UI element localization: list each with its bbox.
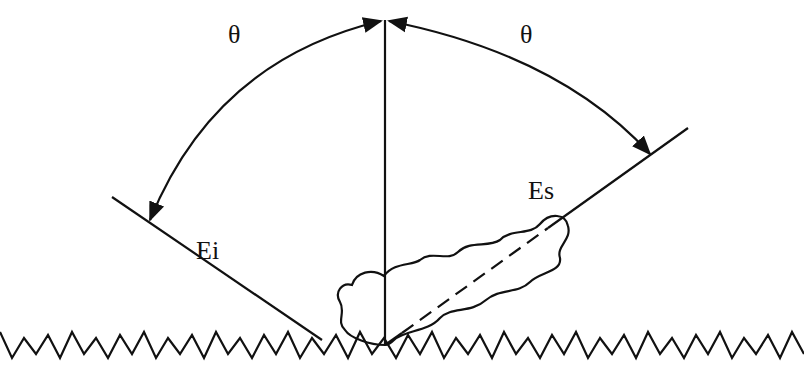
scattered-ray [548, 128, 688, 228]
angle-arc [389, 21, 650, 154]
scatter-lobe [338, 216, 569, 345]
angle-label: θ [520, 22, 532, 48]
scattered-ray-dashed [402, 228, 548, 333]
angle-arc [150, 21, 381, 220]
field-label: Es [528, 178, 554, 204]
rough-surface [0, 332, 804, 358]
field-label: Ei [196, 238, 219, 264]
surface-normal [384, 20, 386, 345]
incident-ray [112, 197, 322, 340]
angle-label: θ [228, 22, 240, 48]
